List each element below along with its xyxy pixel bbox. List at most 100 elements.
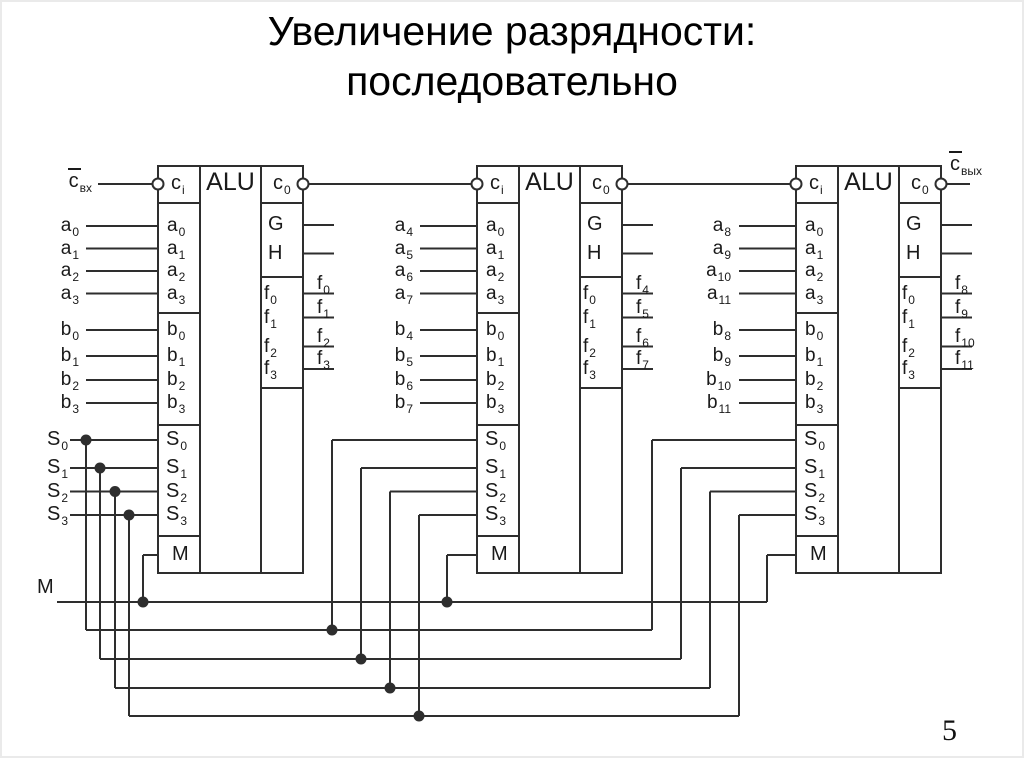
alu1-ext-a-label-1: a1 [61, 237, 79, 262]
alu3-ext-a-label-0-base: a [712, 215, 724, 236]
alu2-pin-f-1-sub: 1 [589, 316, 596, 331]
alu2-carry-out-bubble-icon [615, 177, 629, 191]
alu2-pin-f-2: f2 [583, 335, 596, 360]
alu3-pin-a-0: a0 [805, 214, 823, 239]
alu3-pin-b-2: b2 [805, 368, 823, 393]
alu2-pin-g: G [587, 213, 603, 235]
alu2-ci-pin-label-base: c [490, 172, 500, 194]
alu1-ext-b-label-1-base: b [60, 345, 72, 366]
junction-dot [355, 653, 367, 665]
alu1-pin-b-3-base: b [167, 392, 178, 413]
alu2-ext-f-label-2-base: f [636, 325, 642, 347]
s-input-label-0-sub: 0 [61, 439, 68, 453]
alu1-pin-a-0: a0 [167, 214, 185, 239]
alu3-pin-b-3: b3 [805, 391, 823, 416]
m-input-label: M [37, 576, 54, 598]
alu3-pin-s-1-base: S [804, 456, 818, 478]
alu3-pin-f-3-base: f [902, 358, 908, 379]
alu1-pin-s-1: S1 [166, 456, 187, 481]
alu3-ext-a-label-3: a11 [707, 282, 731, 307]
alu1-pin-f-0: f0 [264, 282, 277, 307]
alu1-ext-f-label-2: f2 [317, 325, 330, 350]
alu1-ext-f-label-0-sub: 0 [323, 282, 330, 297]
alu2-ext-b-label-3: b7 [395, 391, 413, 416]
alu2-pin-b-1: b1 [486, 344, 504, 369]
alu3-ext-a-label-1: a9 [713, 237, 731, 262]
alu1-ext-b-label-2-sub: 2 [72, 379, 79, 393]
alu2-ext-a-label-1-base: a [394, 237, 406, 259]
alu2-pin-b-0-sub: 0 [497, 329, 505, 343]
alu2-pin-s-1-sub: 1 [499, 467, 507, 481]
alu3-ext-a-label-2-sub: 10 [717, 270, 731, 284]
alu2-pin-a-2: a2 [486, 259, 504, 284]
alu3-pin-a-2-sub: 2 [816, 270, 824, 284]
alu3-pin-h: H [906, 241, 921, 264]
alu2-ext-a-label-0: a4 [395, 214, 413, 239]
alu1-ext-f-label-3: f3 [317, 347, 330, 372]
alu3-pin-s-3-base: S [804, 503, 818, 525]
alu2-ext-f-label-2: f6 [636, 325, 649, 350]
alu3-pin-a-3-sub: 3 [816, 292, 824, 307]
alu3-pin-a-1-base: a [805, 237, 816, 259]
alu1-ext-b-label-0-base: b [60, 319, 72, 340]
slide-title: Увеличение разрядности: последовательно [0, 6, 1024, 106]
carry-in-label-sub: вх [79, 181, 92, 195]
alu1-pin-a-3-sub: 3 [178, 292, 186, 307]
alu3-ext-b-label-3: b11 [707, 391, 731, 416]
alu1-pin-a-1: a1 [167, 237, 185, 262]
alu3-co-pin-label: c0 [911, 172, 929, 197]
alu3-pin-f-2: f2 [902, 335, 915, 360]
alu1-pin-s-0-base: S [166, 428, 180, 450]
alu2-pin-b-3-sub: 3 [497, 402, 505, 416]
carry-in-label: cвх [69, 170, 92, 195]
alu3-ext-a-label-0-sub: 8 [724, 225, 731, 239]
alu3-ext-b-label-2: b10 [706, 368, 731, 393]
alu1-pin-b-2-base: b [167, 369, 178, 390]
junction-dot [123, 509, 135, 521]
alu2-ext-a-label-1: a5 [395, 237, 413, 262]
alu2-ext-a-label-0-sub: 4 [406, 225, 413, 239]
alu2-ext-a-label-1-sub: 5 [406, 247, 413, 262]
alu3-pin-a-2-base: a [805, 260, 816, 281]
alu2-pin-a-1-base: a [486, 237, 497, 259]
alu3-ext-f-label-0: f8 [955, 272, 968, 297]
alu1-ext-b-label-1: b1 [61, 344, 79, 369]
alu3-pin-a-2: a2 [805, 259, 823, 284]
alu2-ext-f-label-1-sub: 5 [642, 306, 649, 321]
alu1-pin-b-1: b1 [167, 344, 185, 369]
alu3-pin-f-1-base: f [902, 306, 908, 328]
alu3-ext-f-label-1: f9 [955, 296, 968, 321]
alu2-pin-f-1: f1 [583, 306, 596, 331]
alu3-ext-f-label-1-sub: 9 [961, 306, 968, 321]
alu2-pin-b-1-sub: 1 [497, 355, 505, 369]
s-input-label-1: S1 [47, 456, 68, 481]
junction-dot [441, 596, 453, 608]
title-line-1: Увеличение разрядности: [267, 8, 757, 54]
alu2-pin-s-1-base: S [485, 456, 499, 478]
alu1-ext-b-label-2-base: b [60, 369, 72, 390]
alu2-pin-b-2: b2 [486, 368, 504, 393]
alu1-ci-pin-label-sub: i [182, 183, 185, 197]
alu2-name: ALU [525, 168, 574, 196]
alu3-ext-f-label-0-base: f [955, 272, 961, 294]
alu1-pin-s-3: S3 [166, 503, 187, 528]
s-input-label-0: S0 [47, 428, 68, 453]
alu3-ext-f-label-3-sub: 11 [961, 358, 974, 372]
alu1-pin-f-0-base: f [264, 282, 270, 304]
alu3-ci-pin-label-base: c [809, 172, 819, 194]
alu1-ext-a-label-1-sub: 1 [72, 247, 79, 262]
alu2-ext-f-label-3: f7 [636, 347, 649, 372]
alu1-pin-f-1-sub: 1 [270, 316, 277, 331]
alu1-pin-b-2-sub: 2 [178, 379, 186, 393]
alu1-ext-b-label-3: b3 [61, 391, 79, 416]
alu1-ext-f-label-2-base: f [317, 325, 323, 347]
carry-out-label-sub: вых [961, 164, 982, 178]
alu2-ext-a-label-3: a7 [395, 282, 413, 307]
alu3-pin-b-0-base: b [805, 319, 816, 340]
alu1-pin-b-0-base: b [167, 319, 178, 340]
alu2-pin-s-2: S2 [485, 480, 506, 505]
alu3-co-pin-label-sub: 0 [922, 183, 929, 197]
alu3-pin-s-2: S2 [804, 480, 825, 505]
